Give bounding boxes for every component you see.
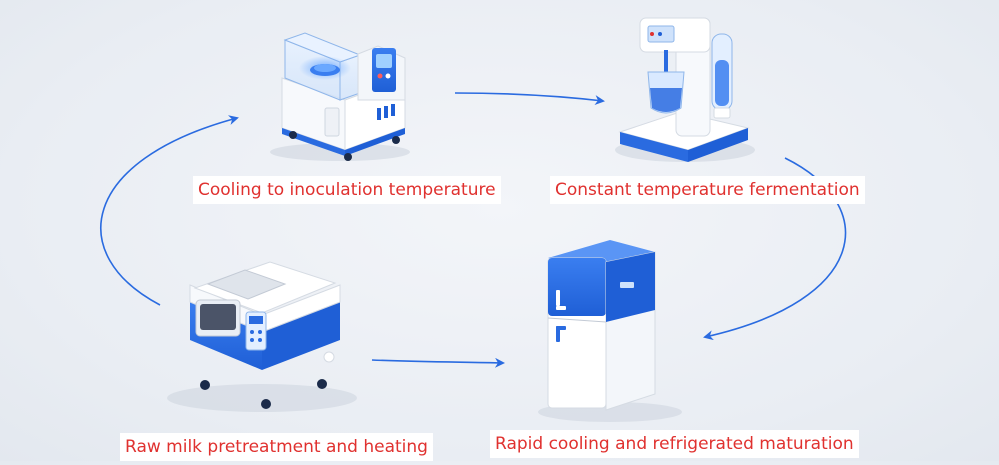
arrow-cooling-to-fermentation: [454, 92, 605, 106]
step-label-refrigeration: Rapid cooling and refrigerated maturatio…: [490, 430, 859, 458]
step-label-fermentation: Constant temperature fermentation: [550, 176, 865, 204]
arrow-raw-to-cooling: [100, 115, 239, 306]
refrigerator-icon: [538, 240, 682, 422]
fermenter-stirrer-icon: [615, 17, 755, 162]
arrow-raw-to-refrigeration: [371, 357, 505, 368]
incubator-machine-icon: [270, 32, 410, 161]
pasteurizer-machine-icon: [167, 261, 357, 412]
step-label-cooling: Cooling to inoculation temperature: [193, 176, 501, 204]
step-label-raw-milk: Raw milk pretreatment and heating: [120, 433, 433, 461]
